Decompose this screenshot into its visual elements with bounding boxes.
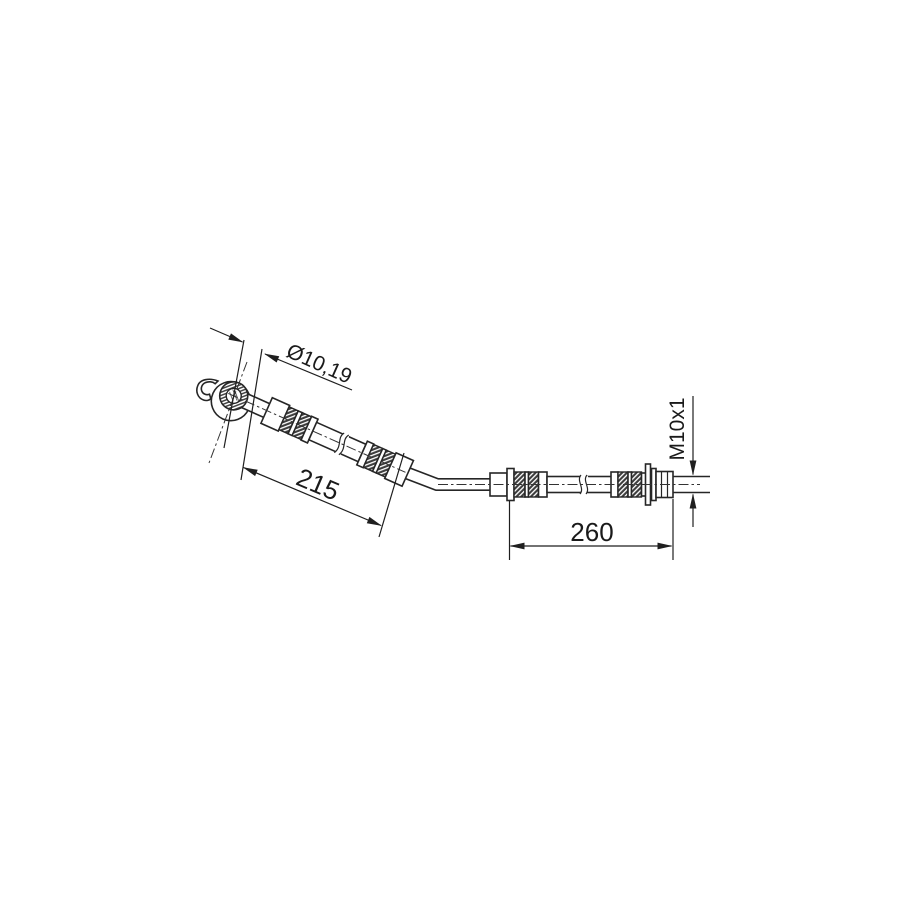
dimension-leader — [264, 353, 353, 391]
dimension-arrow — [209, 327, 244, 343]
dimension-length-260: 260 — [508, 499, 674, 560]
length-260-label: 260 — [570, 517, 613, 547]
dimension-thread-m10x1: M10x1 — [666, 396, 697, 527]
dimension-line — [242, 466, 382, 527]
extension-line — [240, 348, 263, 481]
hose-assembly-lower — [438, 463, 710, 506]
thread-label: M10x1 — [666, 397, 689, 460]
centerline-upper-axis — [228, 392, 406, 473]
threaded-stub-m10 — [673, 475, 710, 494]
extension-line — [378, 452, 405, 538]
hose-assembly-upper — [210, 380, 415, 488]
extension-line — [223, 339, 245, 449]
retaining-clip-hook — [196, 378, 220, 402]
